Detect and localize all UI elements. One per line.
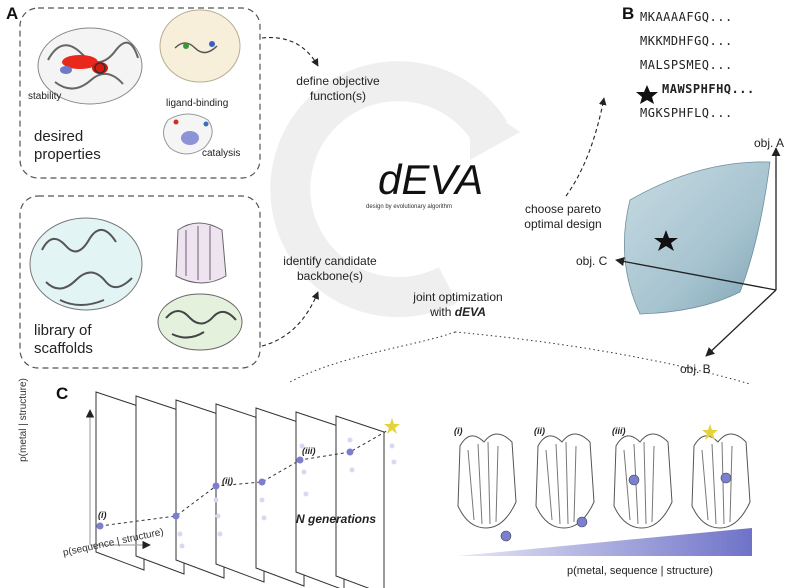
generation-sheet [135,395,185,575]
population-point [349,467,355,473]
population-point [299,443,305,449]
catalysis-protein-image [163,113,213,155]
population-point [347,437,353,443]
population-point [389,443,395,449]
population-best-point [346,448,354,456]
population-point [303,491,309,497]
panel-label-c: C [56,384,69,403]
connector-right [454,331,751,385]
deva-subtitle: design by evolutionary algorithm [366,204,453,210]
pareto-front-plot [615,147,781,357]
sequence-5: MGKSPHFLQ... [640,106,733,120]
population-best-point [212,482,220,490]
score-gradient-label: p(metal, sequence | structure) [567,565,713,577]
population-point [177,531,183,537]
beta-strands [701,441,733,525]
population-point [217,531,223,537]
axis-obj-b [705,289,777,357]
metal-site [576,516,588,528]
objective-arrow [261,37,319,67]
population-point [261,515,267,521]
beta-strands [545,441,577,525]
population-point [391,459,397,465]
metal-site [720,472,732,484]
population-point [259,497,265,503]
stability-label: stability [28,91,62,102]
population-point [301,469,307,475]
designed-structure [457,433,517,529]
axis-obj-c [615,257,777,291]
stage-label-i: (i) [98,510,107,520]
ligand-binding-label: ligand-binding [166,98,229,109]
generation-sheet [175,399,225,579]
final-design-star [384,418,400,434]
generation-sheet [215,403,265,583]
population-point [215,513,221,519]
panel-label-b: B [622,4,635,23]
deva-title: dEVA [378,156,484,203]
pareto-arrow [565,97,607,197]
panel-label-a: A [6,4,19,23]
green-scaffold-image [157,293,243,351]
generation-sheet [255,407,305,587]
generation-sheet [295,411,345,588]
population-point [179,543,185,549]
metal-site [500,530,512,542]
generation-sheet [335,415,385,588]
barrel-scaffold-image [175,222,227,284]
score-gradient-ramp [458,528,752,556]
designed-structure [613,433,673,529]
stage-label-ii: (ii) [222,476,233,486]
population-point [213,497,219,503]
ligand-binding-protein-image [159,9,241,83]
population-best-point [258,478,266,486]
c-y-axis-label: p(metal | structure) [18,378,29,462]
stage-label-iii: (iii) [302,446,316,456]
generations-label: N generations [296,512,377,526]
stability-protein-image [37,27,143,105]
population-best-point [96,522,104,530]
structure-label-ii: (ii) [534,426,545,436]
generation-sheet [95,391,145,571]
backbone-arrow [261,291,319,347]
axis-label-obj-b: obj. B [680,362,711,376]
sequence-1: MKAAAAFGQ... [640,10,733,24]
scaffolds-box [19,195,261,369]
generation-sheets [95,391,385,588]
beta-strands [467,441,499,525]
desired-properties-box [19,7,261,179]
pareto-selected-star [654,230,678,251]
designed-structure [691,433,751,529]
cyan-scaffold-image [29,217,143,311]
designed-structures [457,424,751,542]
cycle-arrow [270,61,520,318]
population-best-point [172,512,180,520]
population-best-point [296,456,304,464]
sequence-star-icon [636,85,658,104]
sequence-selected: MAWSPHFHQ... [662,82,755,96]
joint-optimization-step: joint optimization with dEVA [413,290,503,319]
metal-site [628,474,640,486]
axis-label-obj-c: obj. C [576,254,608,268]
structure-label-iii: (iii) [612,426,626,436]
connector-left [289,331,456,383]
structure-label-i: (i) [454,426,463,436]
designed-structure [535,433,595,529]
deva-brand-inline: dEVA [454,305,486,319]
optimization-trajectory [96,418,400,549]
best-structure-star [702,424,718,440]
sequence-2: MKKMDHFGQ... [640,34,733,48]
axis-label-obj-a: obj. A [754,136,785,150]
sequence-3: MALSPSMEQ... [640,58,733,72]
catalysis-label: catalysis [202,148,241,159]
